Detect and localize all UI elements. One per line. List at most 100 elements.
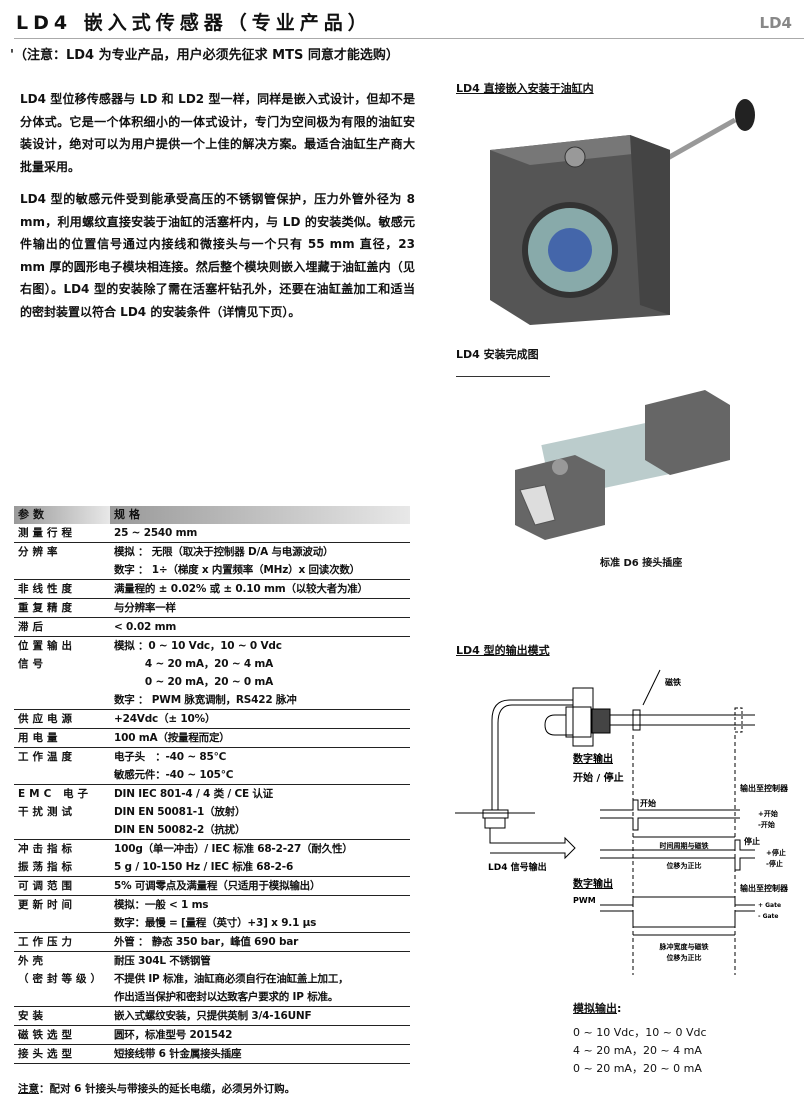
spec-cell: 嵌入式螺纹安装，只提供英制 3/4-16UNF xyxy=(110,1006,410,1026)
param-cell: 可调范围 xyxy=(14,876,110,896)
header-spec: 规格 xyxy=(110,506,410,524)
param-cell: 磁铁选型 xyxy=(14,1025,110,1045)
param-cell xyxy=(14,914,110,933)
spec-cell: DIN EN 50081-1（放射） xyxy=(114,806,246,818)
header-note: '（注意：LD4 为专业产品，用户必须先征求 MTS 同意才能选购） xyxy=(10,48,399,63)
param-cell: 信号 xyxy=(18,658,47,670)
spec-cell: 数字：最慢 = [量程（英寸）+3] x 9.1 μs xyxy=(110,914,410,933)
spec-cell: 作出适当保护和密封以达致客户要求的 IP 标准。 xyxy=(110,988,410,1007)
footnote-label: 注意 xyxy=(18,1083,39,1095)
param-cell xyxy=(14,988,110,1007)
spec-cell: 电子头 ：-40 ~ 85℃ xyxy=(114,751,227,763)
param-cell xyxy=(14,673,110,691)
analog-line: 0 ~ 20 mA，20 ~ 0 mA xyxy=(573,1062,702,1075)
product-tag: LD4 xyxy=(759,14,792,32)
minus-start-label: -开始 xyxy=(758,820,775,829)
analog-output-title: 模拟输出 xyxy=(573,1002,617,1015)
spec-cell: 圆环，标准型号 201542 xyxy=(110,1025,410,1045)
spec-row: 滞后< 0.02 mm xyxy=(14,617,410,637)
width-label-2: 位移为正比 xyxy=(667,953,702,962)
intro-paragraph-2: LD4 型的敏感元件受到能承受高压的不锈钢管保护，压力外管外径为 8 mm，利用… xyxy=(20,192,415,319)
spec-cell: 外管 ： 静态 350 bar，峰值 690 bar xyxy=(110,932,410,952)
spec-row: 接头选型短接线带 6 针金属接头插座 xyxy=(14,1044,410,1064)
analog-output-block: 模拟输出: 0 ~ 10 Vdc，10 ~ 0 Vdc 4 ~ 20 mA，20… xyxy=(573,1000,707,1078)
spec-row: 数字 ： PWM 脉宽调制，RS422 脉冲 xyxy=(14,691,410,710)
period-label-2: 位移为正比 xyxy=(667,861,702,870)
to-controller-label-2: 输出至控制器 xyxy=(740,883,789,893)
param-cell xyxy=(14,766,110,785)
page-title: LD4 嵌入式传感器（专业产品） xyxy=(16,12,372,34)
spec-row: 0 ~ 20 mA，20 ~ 0 mA xyxy=(14,673,410,691)
spec-cell: 耐压 304L 不锈钢管 xyxy=(114,955,211,967)
spec-row: 分辨率模拟 ： 无限（取决于控制器 D/A 与电源波动） xyxy=(14,543,410,562)
param-cell: 工作压力 xyxy=(14,932,110,952)
spec-cell: 4 ~ 20 mA，20 ~ 4 mA xyxy=(114,658,274,670)
signal-output-label: LD4 信号输出 xyxy=(488,861,547,873)
param-cell: 安装 xyxy=(14,1006,110,1026)
spec-row: 非线性度满量程的 ± 0.02% 或 ± 0.10 mm（以较大者为准） xyxy=(14,579,410,599)
width-label-1: 脉冲宽度与磁铁 xyxy=(659,942,709,951)
spec-cell: 数字 ： PWM 脉宽调制，RS422 脉冲 xyxy=(110,691,410,710)
spec-row: 磁铁选型圆环，标准型号 201542 xyxy=(14,1025,410,1045)
spec-row: 敏感元件：-40 ~ 105℃ xyxy=(14,766,410,785)
param-cell: 分辨率 xyxy=(18,546,62,558)
param-cell: 用电量 xyxy=(14,728,110,748)
figure2-caption: LD4 安装完成图 xyxy=(456,346,550,377)
param-cell: （密封等级） xyxy=(18,973,105,985)
spec-cell: 0 ~ 20 mA，20 ~ 0 mA xyxy=(114,676,274,688)
spec-cell: < 0.02 mm xyxy=(110,617,410,637)
spec-cell: 100g（单一冲击）/ IEC 标准 68-2-27（耐久性） xyxy=(114,843,353,855)
spec-cell: DIN EN 50082-2（抗扰） xyxy=(110,821,410,840)
header-divider xyxy=(14,38,804,39)
magnet-label: 磁铁 xyxy=(665,677,681,687)
spec-row: 冲击指标 100g（单一冲击）/ IEC 标准 68-2-27（耐久性） xyxy=(14,840,410,859)
param-cell: 非线性度 xyxy=(14,579,110,599)
spec-row: 工作温度电子头 ：-40 ~ 85℃ xyxy=(14,748,410,767)
spec-cell: 5 g / 10-150 Hz / IEC 标准 68-2-6 xyxy=(110,858,410,877)
minus-stop-label: -停止 xyxy=(766,859,783,868)
figure2-subcaption: 标准 D6 接头插座 xyxy=(600,558,683,569)
start-pulse-label: 开始 xyxy=(640,798,656,808)
spec-row: 更新时间模拟：一般 < 1 ms xyxy=(14,896,410,915)
spec-cell: +24Vdc（± 10%） xyxy=(110,709,410,729)
minus-gate-label: - Gate xyxy=(758,913,779,920)
sensor-embedded-image xyxy=(490,99,755,325)
param-cell xyxy=(14,561,110,580)
spec-row: DIN EN 50082-2（抗扰） xyxy=(14,821,410,840)
param-cell: 冲击指标 xyxy=(18,843,76,855)
analog-line: 4 ~ 20 mA，20 ~ 4 mA xyxy=(573,1044,702,1057)
plus-stop-label: +停止 xyxy=(766,848,786,857)
param-cell: 振荡指标 xyxy=(14,858,110,877)
footnote-text: ：配对 6 针接头与带接头的延长电缆，必须另外订购。 xyxy=(39,1083,296,1095)
analog-line: 0 ~ 10 Vdc，10 ~ 0 Vdc xyxy=(573,1026,707,1039)
spec-row: 作出适当保护和密封以达致客户要求的 IP 标准。 xyxy=(14,988,410,1007)
spec-row: （密封等级）不提供 IP 标准，油缸商必须自行在油缸盖上加工， xyxy=(14,970,410,988)
param-cell: 重复精度 xyxy=(14,598,110,618)
stop-pulse-label: 停止 xyxy=(744,836,760,846)
period-label-1: 时间周期与磁铁 xyxy=(660,841,709,850)
spec-row: 安装嵌入式螺纹安装，只提供英制 3/4-16UNF xyxy=(14,1006,410,1026)
spec-cell: 模拟 ：0 ~ 10 Vdc，10 ~ 0 Vdc xyxy=(114,640,282,652)
spec-row: 供应电源+24Vdc（± 10%） xyxy=(14,709,410,729)
spec-cell: 5% 可调零点及满量程（只适用于模拟输出） xyxy=(110,876,410,896)
spec-row: 工作压力外管 ： 静态 350 bar，峰值 690 bar xyxy=(14,932,410,952)
spec-row: 信号 4 ~ 20 mA，20 ~ 4 mA xyxy=(14,655,410,673)
param-cell: 供应电源 xyxy=(14,709,110,729)
param-cell: 测量行程 xyxy=(14,524,110,543)
pwm-label: PWM xyxy=(573,896,596,905)
spec-cell: 与分辨率一样 xyxy=(110,598,410,618)
spec-row: 重复精度与分辨率一样 xyxy=(14,598,410,618)
to-controller-label-1: 输出至控制器 xyxy=(740,783,789,793)
plus-gate-label: + Gate xyxy=(758,902,781,909)
installed-assembly-image xyxy=(515,390,730,540)
spec-row: 位置输出模拟 ：0 ~ 10 Vdc，10 ~ 0 Vdc xyxy=(14,637,410,656)
param-cell: 外壳 xyxy=(18,955,47,967)
param-cell xyxy=(14,691,110,710)
intro-paragraph-1: LD4 型位移传感器与 LD 和 LD2 型一样，同样是嵌入式设计，但却不是分体… xyxy=(20,92,415,174)
